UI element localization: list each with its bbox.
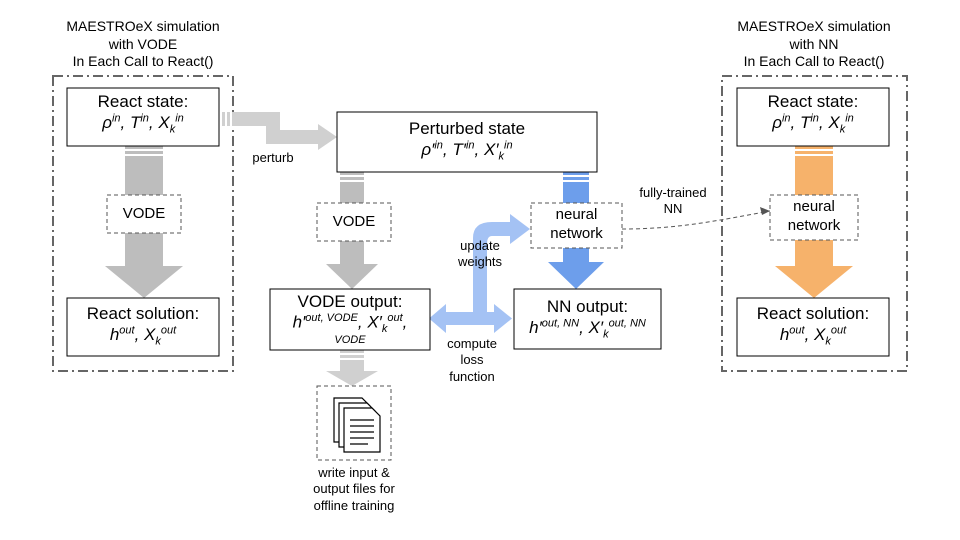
perturb-label: perturb: [252, 150, 294, 165]
right-react-solution-box: [736, 297, 890, 357]
nn-output-box: [513, 288, 662, 350]
perturbed-state-text: Perturbed state ρ′in, T′in, X′kin: [337, 118, 597, 164]
left-react-solution-box: [66, 297, 220, 357]
right-react-solution-text: React solution: hout, Xkout: [737, 303, 889, 349]
left-react-state-box: [66, 87, 220, 147]
center-nn-box: [530, 202, 623, 249]
left-react-state-text: React state: ρin, Tin, Xkin: [67, 91, 219, 137]
right-nn-box: [769, 194, 859, 241]
right-panel-caption: MAESTROeX simulation with NN In Each Cal…: [737, 18, 891, 69]
vode-output-box: [269, 288, 431, 351]
vode-output-vars: h′out, VODE, X′kout,: [292, 312, 408, 336]
fully-trained-label: fully-trained NN: [639, 185, 707, 217]
compute-loss-label: compute loss function: [447, 336, 497, 384]
left-panel-frame: [52, 75, 234, 372]
right-react-state-text: React state: ρin, Tin, Xkin: [737, 91, 889, 137]
right-react-state-vars: ρin, Tin, Xkin: [772, 112, 854, 136]
write-files-label: write input & output files for offline t…: [313, 465, 395, 513]
perturbed-state-box: [336, 111, 598, 173]
center-nn-label: neural network: [550, 206, 603, 242]
nn-output-text: NN output: h′out, NN, X′kout, NN: [514, 296, 661, 342]
left-react-solution-text: React solution: hout, Xkout: [67, 303, 219, 349]
left-react-solution-vars: hout, Xkout: [109, 324, 177, 348]
left-react-state-vars: ρin, Tin, Xkin: [102, 112, 184, 136]
left-vode-label: VODE: [122, 205, 166, 222]
right-react-state-box: [736, 87, 890, 147]
vode-output-text: VODE output: h′out, VODE, X′kout, VODE: [270, 291, 430, 346]
perturb-arrow: [222, 112, 337, 150]
left-vode-box: [106, 194, 182, 234]
right-nn-label: neural network: [787, 198, 841, 234]
nn-output-vars: h′out, NN, X′kout, NN: [529, 317, 646, 341]
center-vode-box: [316, 202, 392, 242]
fully-trained-connector: [621, 207, 771, 230]
update-weights-label: update weights: [457, 238, 503, 270]
document-stack-icon: [333, 397, 381, 453]
training-loop-arrow: [429, 214, 530, 333]
right-react-solution-vars: hout, Xkout: [779, 324, 847, 348]
perturbed-state-vars: ρ′in, T′in, X′kin: [421, 139, 513, 163]
left-panel-caption: MAESTROeX simulation with VODE In Each C…: [66, 18, 220, 69]
files-arrow: [326, 350, 378, 386]
center-vode-label: VODE: [332, 213, 376, 230]
